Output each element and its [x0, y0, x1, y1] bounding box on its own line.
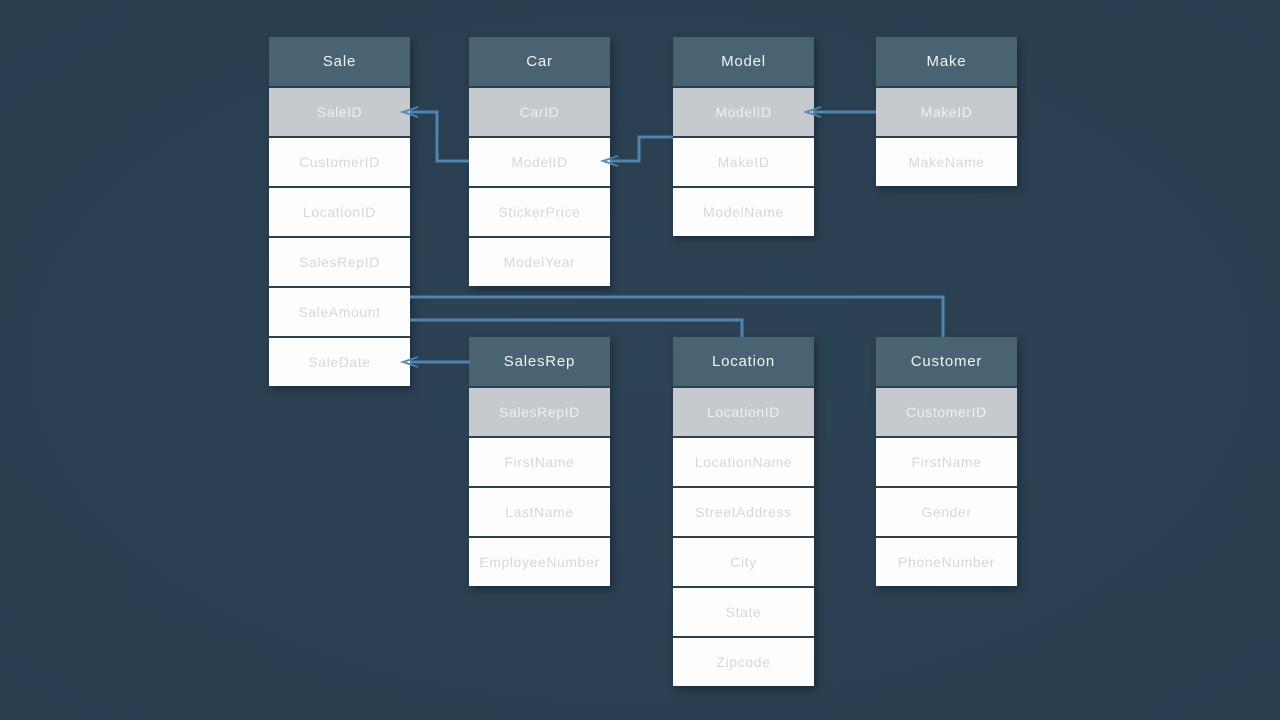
field-location-state: State [673, 588, 814, 636]
table-title-model: Model [673, 37, 814, 86]
field-model-modelid-key: ModelID [673, 88, 814, 136]
table-title-location: Location [673, 337, 814, 386]
field-sale-saleamount: SaleAmount [269, 288, 410, 336]
field-location-streetaddress: StreetAddress [673, 488, 814, 536]
field-car-stickerprice: StickerPrice [469, 188, 610, 236]
field-car-carid-key: CarID [469, 88, 610, 136]
field-car-modelyear: ModelYear [469, 238, 610, 286]
field-salesrep-firstname: FirstName [469, 438, 610, 486]
field-sale-customerid: CustomerID [269, 138, 410, 186]
table-title-car: Car [469, 37, 610, 86]
field-sale-salesrepid: SalesRepID [269, 238, 410, 286]
table-title-customer: Customer [876, 337, 1017, 386]
field-sale-saledate: SaleDate [269, 338, 410, 386]
field-location-locationid-key: LocationID [673, 388, 814, 436]
field-customer-gender: Gender [876, 488, 1017, 536]
field-customer-customerid-key: CustomerID [876, 388, 1017, 436]
table-title-make: Make [876, 37, 1017, 86]
field-salesrep-employeenumber: EmployeeNumber [469, 538, 610, 586]
field-car-modelid: ModelID [469, 138, 610, 186]
field-location-city: City [673, 538, 814, 586]
field-make-makeid-key: MakeID [876, 88, 1017, 136]
field-customer-firstname: FirstName [876, 438, 1017, 486]
field-sale-saleid-key: SaleID [269, 88, 410, 136]
table-title-salesrep: SalesRep [469, 337, 610, 386]
field-salesrep-salesrepid-key: SalesRepID [469, 388, 610, 436]
field-salesrep-lastname: LastName [469, 488, 610, 536]
field-sale-locationid: LocationID [269, 188, 410, 236]
connector-sale-locationid-to-location [410, 318, 744, 337]
connector-car-modelid-to-model-modelid [610, 135, 673, 163]
field-model-modelname: ModelName [673, 188, 814, 236]
connector-sale-customerid-to-customer [410, 295, 945, 337]
field-location-locationname: LocationName [673, 438, 814, 486]
field-model-makeid: MakeID [673, 138, 814, 186]
field-location-zipcode: Zipcode [673, 638, 814, 686]
table-title-sale: Sale [269, 37, 410, 86]
connector-sale-saleid-to-car-modelid [410, 110, 469, 163]
field-customer-phonenumber: PhoneNumber [876, 538, 1017, 586]
field-make-makename: MakeName [876, 138, 1017, 186]
